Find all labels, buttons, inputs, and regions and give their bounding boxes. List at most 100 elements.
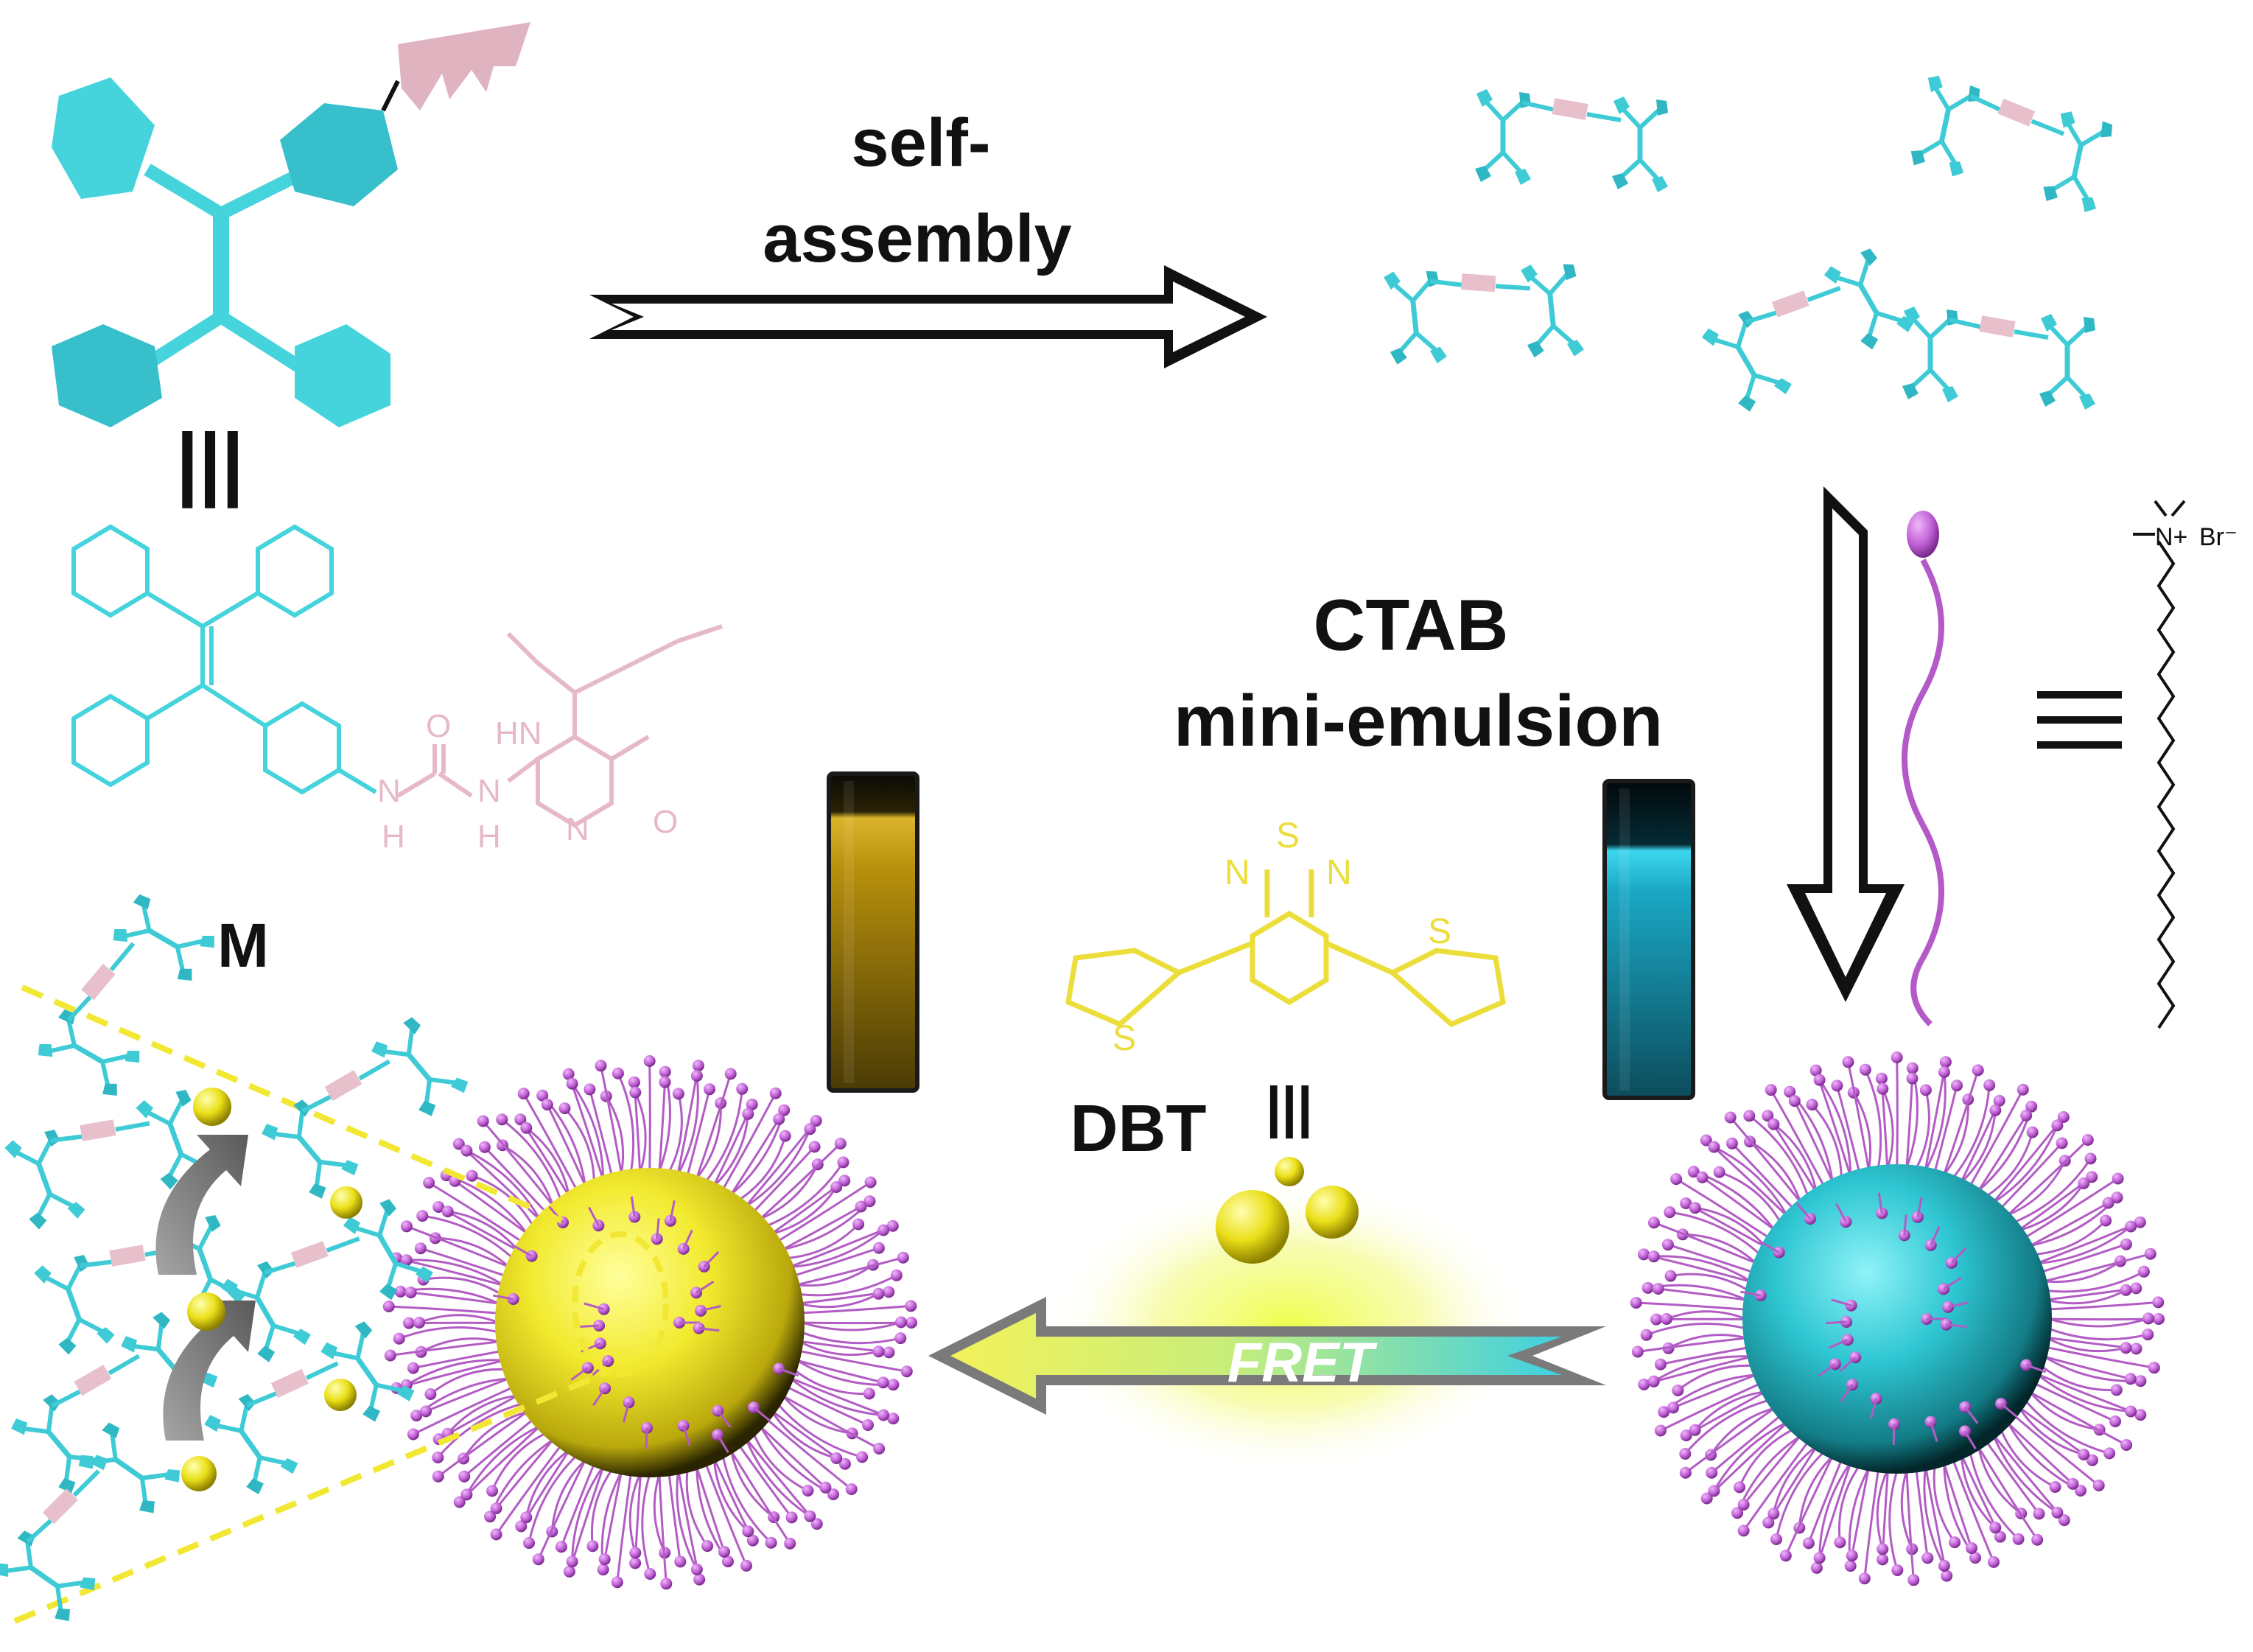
ctab-tail: [1851, 1467, 1871, 1556]
ctab-head: [690, 1564, 703, 1575]
ctab-tail: [759, 1163, 819, 1220]
ctab-head: [2153, 1313, 2165, 1325]
ctab-tail: [406, 1225, 510, 1268]
ctab-head: [520, 1511, 533, 1524]
ctab-head: [877, 1409, 890, 1421]
ctab-tail: [745, 1438, 811, 1517]
ctab-tail: [796, 1256, 904, 1287]
ctab-tail: [1793, 1100, 1835, 1183]
ctab-head: [1652, 1283, 1664, 1295]
ctab-head: [1672, 1385, 1684, 1396]
ctab-head: [644, 1568, 656, 1580]
ctab-tail: [1695, 1206, 1766, 1247]
ctab-head: [420, 1405, 432, 1418]
ctab-head: [883, 1346, 895, 1359]
ctab-tail: [1694, 1390, 1765, 1431]
ctab-head: [1661, 1239, 1674, 1251]
ctab-head: [779, 1130, 791, 1142]
ctab-tail: [2028, 1390, 2100, 1431]
ctab-head: [1679, 1466, 1692, 1479]
ctab-tail: [1775, 1450, 1826, 1540]
ctab-tail: [1636, 1301, 1747, 1311]
ctab-tail-inner: [1739, 1290, 1761, 1297]
ctab-head: [1941, 1569, 1953, 1582]
ctab-tail: [1711, 1414, 1782, 1474]
ctab-tail: [790, 1229, 885, 1268]
ctab-head: [410, 1410, 423, 1422]
ctab-tail: [765, 1418, 852, 1491]
ctab-head: [659, 1076, 671, 1088]
ctab-tail: [1933, 1085, 1958, 1173]
ctab-tail: [1915, 1469, 1929, 1558]
ctab-head: [611, 1576, 623, 1589]
ctab-tail: [1905, 1469, 1915, 1581]
ctab-head: [1658, 1406, 1670, 1418]
ctab-tail: [405, 1359, 504, 1387]
ctab-head: [432, 1201, 445, 1213]
ctab-head: [852, 1218, 865, 1231]
ctab-head: [672, 1088, 684, 1100]
ctab-head: [819, 1481, 832, 1494]
ctab-tail: [2045, 1345, 2155, 1369]
ctab-tail-inner: [1828, 1339, 1849, 1349]
ctab-tail: [1864, 1069, 1882, 1169]
ctab-head: [704, 1083, 715, 1096]
ctab-head: [1737, 1499, 1750, 1511]
ctab-tail-inner: [1947, 1301, 1969, 1309]
ctab-tail: [2028, 1202, 2109, 1247]
ctab-tail: [713, 1113, 749, 1187]
ctab-tail: [1915, 1090, 1930, 1170]
ctab-head: [808, 1141, 821, 1153]
ctab-tail: [2006, 1138, 2089, 1217]
ctab-head: [1700, 1492, 1713, 1505]
ctab-tail: [617, 1073, 635, 1173]
ctab-tail: [641, 1473, 651, 1575]
ctab-head: [453, 1496, 466, 1508]
ctab-head: [400, 1254, 413, 1267]
ctab-head: [1689, 1424, 1701, 1436]
ctab-head: [2142, 1312, 2154, 1325]
ctab-head: [900, 1365, 913, 1378]
ctab-head: [1680, 1429, 1692, 1442]
ctab-tail: [1731, 1142, 1795, 1210]
ctab-head: [784, 1537, 796, 1550]
ctab-head: [466, 1169, 478, 1182]
ctab-tail-inner: [1795, 1202, 1812, 1219]
ctab-tail: [525, 1127, 570, 1196]
ctab-tail: [483, 1146, 547, 1214]
ctab-tail-inner: [753, 1406, 771, 1421]
ctab-tail: [1653, 1355, 1751, 1383]
ctab-head: [1949, 1536, 1961, 1549]
ctab-tail: [1923, 1467, 1946, 1567]
ctab-tail: [796, 1264, 874, 1287]
ctab-head: [629, 1547, 642, 1559]
atom-h2: H: [477, 819, 501, 855]
ctab-tail: [2018, 1407, 2084, 1456]
ctab-br-minus: Br⁻: [2199, 523, 2238, 551]
ctab-head: [765, 1536, 777, 1549]
ctab-head: [897, 1251, 909, 1264]
ctab-head: [2067, 1477, 2079, 1490]
ctab-tail-inner: [2000, 1402, 2018, 1418]
ctab-head: [2084, 1152, 2097, 1165]
ctab-tail: [1672, 1373, 1757, 1409]
ctab-tail: [745, 1128, 811, 1208]
ctab-head: [520, 1121, 533, 1134]
ctab-tail-inner: [1840, 1384, 1854, 1403]
molecule-DBT-structure: [1065, 869, 1506, 1028]
ctab-head: [2110, 1384, 2123, 1396]
nanoparticle-cyan: [1630, 1051, 2165, 1586]
ctab-tail: [466, 1424, 541, 1496]
ctab-head: [2078, 1449, 2090, 1460]
label-M: M: [217, 911, 269, 980]
ctab-tail: [799, 1340, 879, 1357]
ctab-tail-inner: [1943, 1277, 1962, 1290]
ctab-n-plus: N+: [2155, 523, 2187, 551]
ctab-head: [612, 1067, 624, 1079]
ctab-head: [1724, 1111, 1737, 1124]
ctab-tail: [616, 1472, 632, 1583]
ctab-head: [1966, 1542, 1977, 1554]
ctab-head: [2051, 1119, 2064, 1132]
ctab-tail: [560, 1463, 596, 1547]
ctab-tail: [2024, 1399, 2110, 1455]
